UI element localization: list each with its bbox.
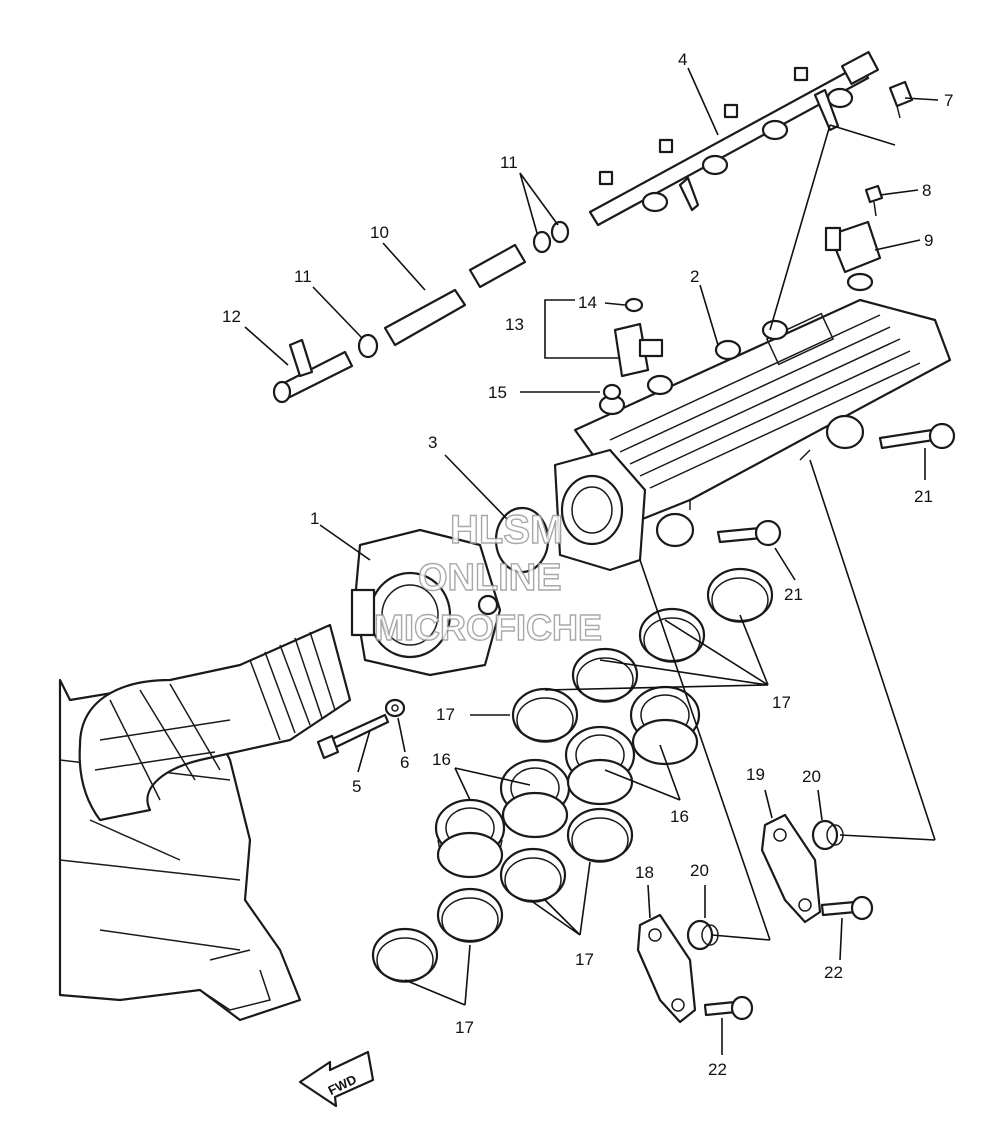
hose-clamp-11	[357, 220, 570, 359]
callout-1: 1	[310, 509, 319, 528]
air-duct-hose	[78, 623, 352, 822]
watermark-line-3: MICROFICHE	[374, 607, 602, 648]
callout-8: 8	[922, 181, 931, 200]
gasket-3	[494, 506, 550, 574]
nut-6	[384, 698, 406, 718]
callout-17b: 17	[772, 693, 791, 712]
fitting-12	[272, 338, 354, 404]
callout-13: 13	[505, 315, 524, 334]
callout-14: 14	[578, 293, 597, 312]
watermark: HLSM ONLINE MICROFICHE	[373, 507, 602, 648]
callout-21a: 21	[914, 487, 933, 506]
callout-labels: 1 2 3 4 5 6 7 8 9 10 11 11 12 13 14 15 1…	[222, 50, 953, 1079]
callout-19: 19	[746, 765, 765, 784]
callout-22a: 22	[824, 963, 843, 982]
callout-17c: 17	[575, 950, 594, 969]
callout-22b: 22	[708, 1060, 727, 1079]
bolt-7	[888, 80, 914, 119]
callout-20a: 20	[802, 767, 821, 786]
watermark-line-1: HLSM	[450, 508, 563, 552]
bolt-5	[316, 713, 390, 760]
callout-12: 12	[222, 307, 241, 326]
callout-4: 4	[678, 50, 687, 69]
intake-manifold	[553, 298, 952, 572]
leader-lines	[244, 67, 939, 1055]
sensor-9	[824, 220, 882, 292]
bolt-21	[716, 422, 956, 547]
callout-17a: 17	[436, 705, 455, 724]
callout-7: 7	[944, 91, 953, 110]
callout-11a: 11	[294, 267, 312, 286]
watermark-line-2: ONLINE	[418, 557, 562, 599]
callout-17d: 17	[455, 1018, 474, 1037]
bolt-22	[703, 895, 874, 1021]
callout-3: 3	[428, 433, 437, 452]
callout-16a: 16	[432, 750, 451, 769]
callout-11b: 11	[500, 153, 518, 172]
bracket-18	[636, 913, 697, 1024]
o-ring-14	[624, 297, 644, 313]
callout-2: 2	[690, 267, 699, 286]
callout-6: 6	[400, 753, 409, 772]
callout-15: 15	[488, 383, 507, 402]
callout-5: 5	[352, 777, 361, 796]
fuel-hose-10	[383, 243, 527, 347]
fuel-injector-13	[613, 322, 664, 378]
callout-16b: 16	[670, 807, 689, 826]
fwd-arrow-icon: FWD	[298, 1050, 375, 1108]
callout-21b: 21	[784, 585, 803, 604]
bracket-19	[760, 813, 822, 924]
seal-15	[602, 383, 622, 401]
callout-18: 18	[635, 863, 654, 882]
fuel-rail	[588, 51, 880, 227]
callout-9: 9	[924, 231, 933, 250]
screw-8	[864, 184, 884, 217]
hose-clamp-17	[371, 567, 774, 983]
throttle-body	[350, 528, 502, 677]
callout-20b: 20	[690, 861, 709, 880]
callout-10: 10	[370, 223, 389, 242]
